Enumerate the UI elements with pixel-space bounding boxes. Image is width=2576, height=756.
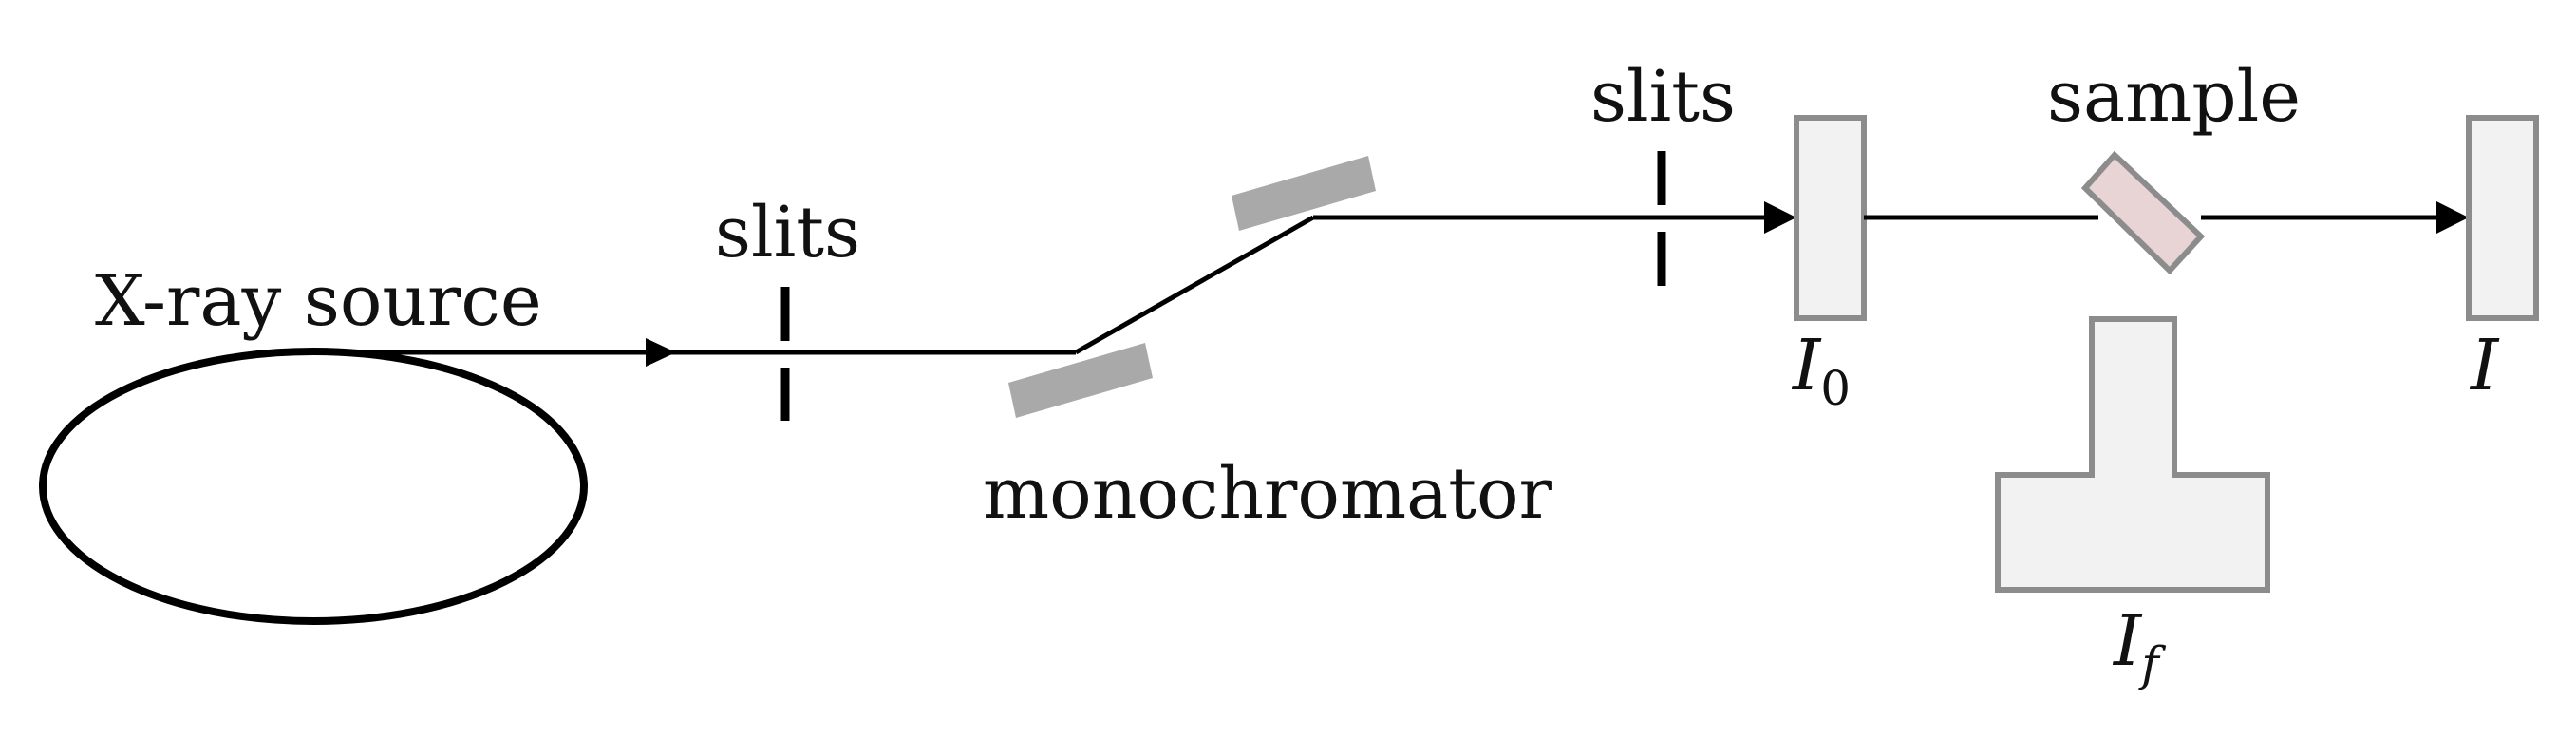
i0-detector [1794,115,1867,321]
i-detector [2466,115,2539,321]
source-label: X-ray source [95,260,542,342]
storage-ring [39,348,588,625]
i0-subscript: 0 [1820,361,1851,416]
monochromator-crystal-lower-shape [1008,343,1153,418]
if-label: If [2112,600,2166,691]
sample [2080,150,2206,275]
i0-label: I0 [1791,325,1851,416]
if-detector [1995,316,2270,593]
monochromator-crystal-upper [1232,156,1376,231]
i-label: I [2469,325,2500,406]
monochromator-label: monochromator [983,453,1553,535]
beam-segment-2 [1074,215,1315,355]
slits-1-label: slits [715,192,860,274]
slits-2-label: slits [1590,56,1736,138]
sample-label: sample [2047,56,2301,138]
if-symbol: I [2112,600,2143,682]
beam-arrowhead-2 [1764,201,1796,234]
beam-arrowhead-1 [646,338,676,367]
if-subscript: f [2137,636,2166,691]
i0-symbol: I [1791,325,1822,406]
beam-arrowhead-3 [2436,201,2469,234]
